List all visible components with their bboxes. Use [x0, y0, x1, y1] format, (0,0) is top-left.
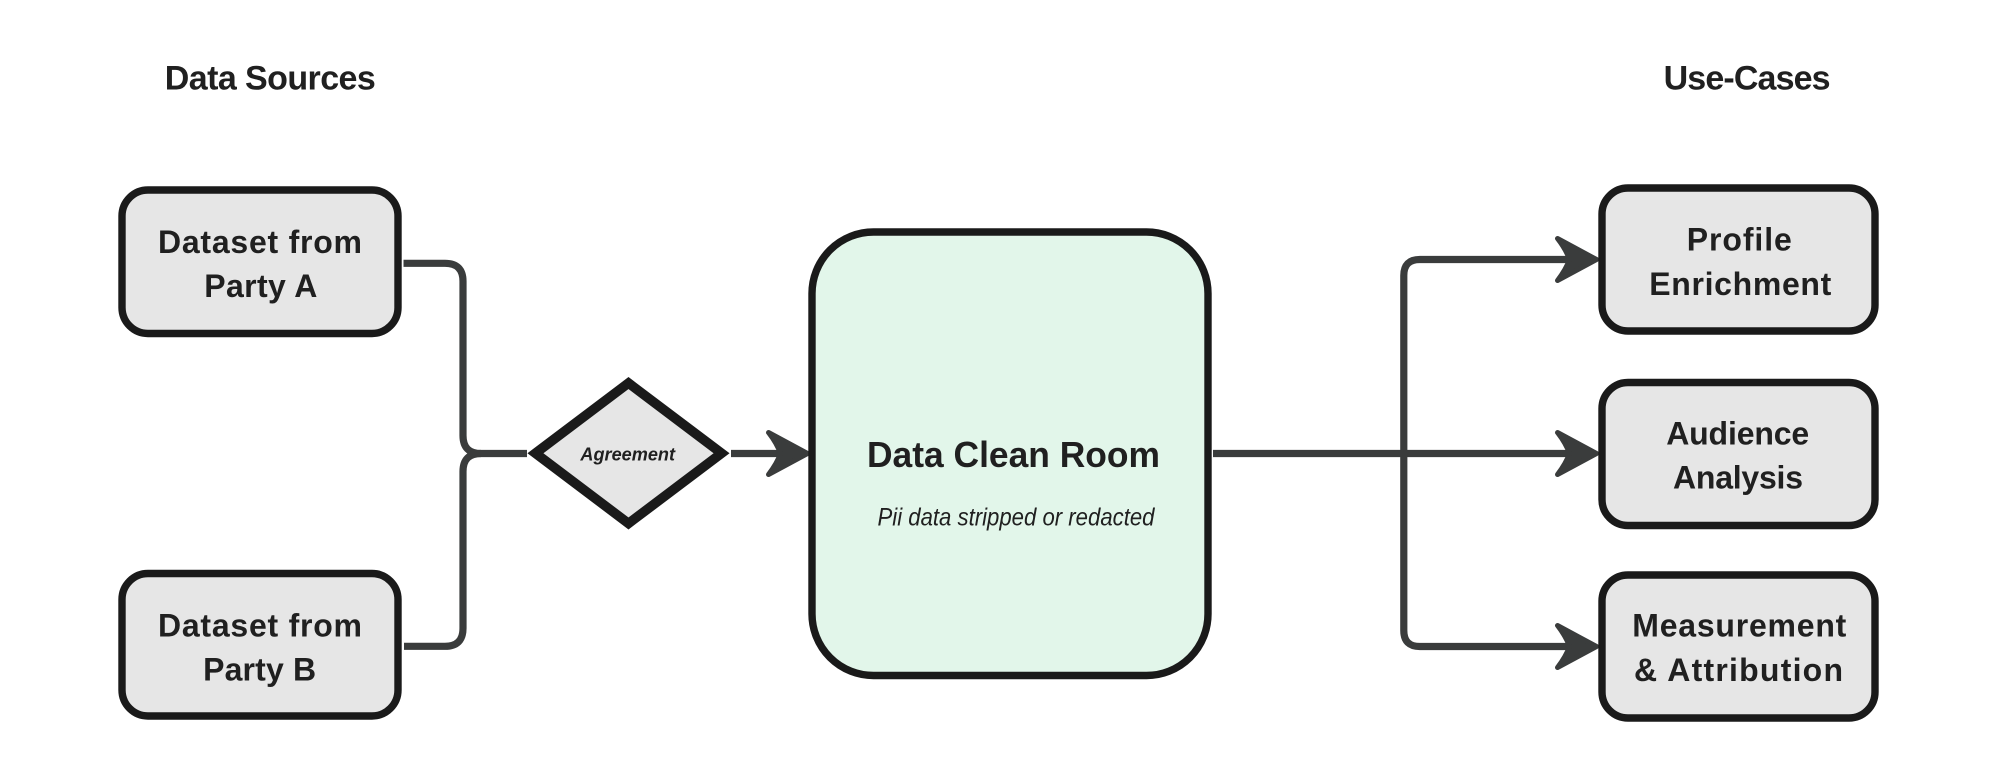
svg-text:Data Clean Room: Data Clean Room [867, 434, 1160, 475]
svg-text:Analysis: Analysis [1673, 460, 1803, 496]
svg-text:Party B: Party B [203, 651, 316, 687]
svg-text:Enrichment: Enrichment [1649, 266, 1831, 302]
svg-text:Use-Cases: Use-Cases [1664, 60, 1831, 98]
svg-text:Audience: Audience [1666, 416, 1809, 452]
svg-text:Dataset from: Dataset from [158, 607, 362, 643]
svg-text:Profile: Profile [1687, 222, 1792, 258]
svg-text:Data Sources: Data Sources [165, 60, 376, 98]
svg-text:Party A: Party A [204, 268, 317, 304]
svg-text:Dataset from: Dataset from [158, 224, 362, 260]
svg-text:Agreement: Agreement [579, 444, 676, 464]
svg-text:Measurement: Measurement [1632, 608, 1846, 644]
svg-text:& Attribution: & Attribution [1634, 652, 1843, 688]
svg-text:Pii data stripped or redacted: Pii data stripped or redacted [878, 504, 1156, 532]
